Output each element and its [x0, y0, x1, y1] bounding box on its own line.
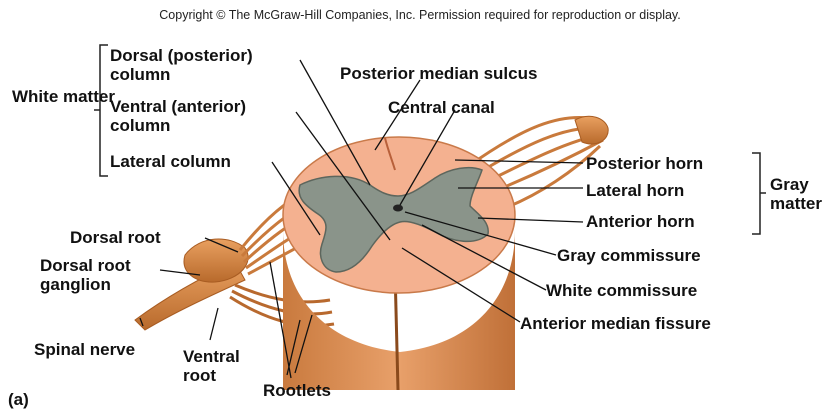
central-canal-dot [393, 205, 403, 212]
label-dorsal-root-ganglion: Dorsal root ganglion [40, 256, 170, 294]
label-posterior-horn: Posterior horn [586, 154, 703, 173]
label-anterior-horn: Anterior horn [586, 212, 695, 231]
label-lateral-horn: Lateral horn [586, 181, 684, 200]
label-central-canal: Central canal [388, 98, 495, 117]
label-spinal-nerve: Spinal nerve [34, 340, 135, 359]
label-lateral-column: Lateral column [110, 152, 231, 171]
panel-label: (a) [8, 390, 29, 409]
label-posterior-median-sulcus: Posterior median sulcus [340, 64, 537, 83]
label-white-commissure: White commissure [546, 281, 697, 300]
white-matter-bracket [94, 45, 108, 176]
label-rootlets: Rootlets [263, 381, 331, 400]
label-ventral-column: Ventral (anterior) column [110, 97, 310, 135]
label-dorsal-column: Dorsal (posterior) column [110, 46, 310, 84]
copyright-notice: Copyright © The McGraw-Hill Companies, I… [0, 8, 840, 22]
label-gray-commissure: Gray commissure [557, 246, 701, 265]
label-ventral-root: Ventral root [183, 347, 268, 385]
group-label-white-matter: White matter [12, 87, 92, 106]
label-dorsal-root: Dorsal root [70, 228, 161, 247]
label-anterior-median-fissure: Anterior median fissure [520, 314, 711, 333]
gray-matter-bracket [752, 153, 766, 234]
group-label-gray-matter: Gray matter [770, 175, 838, 213]
